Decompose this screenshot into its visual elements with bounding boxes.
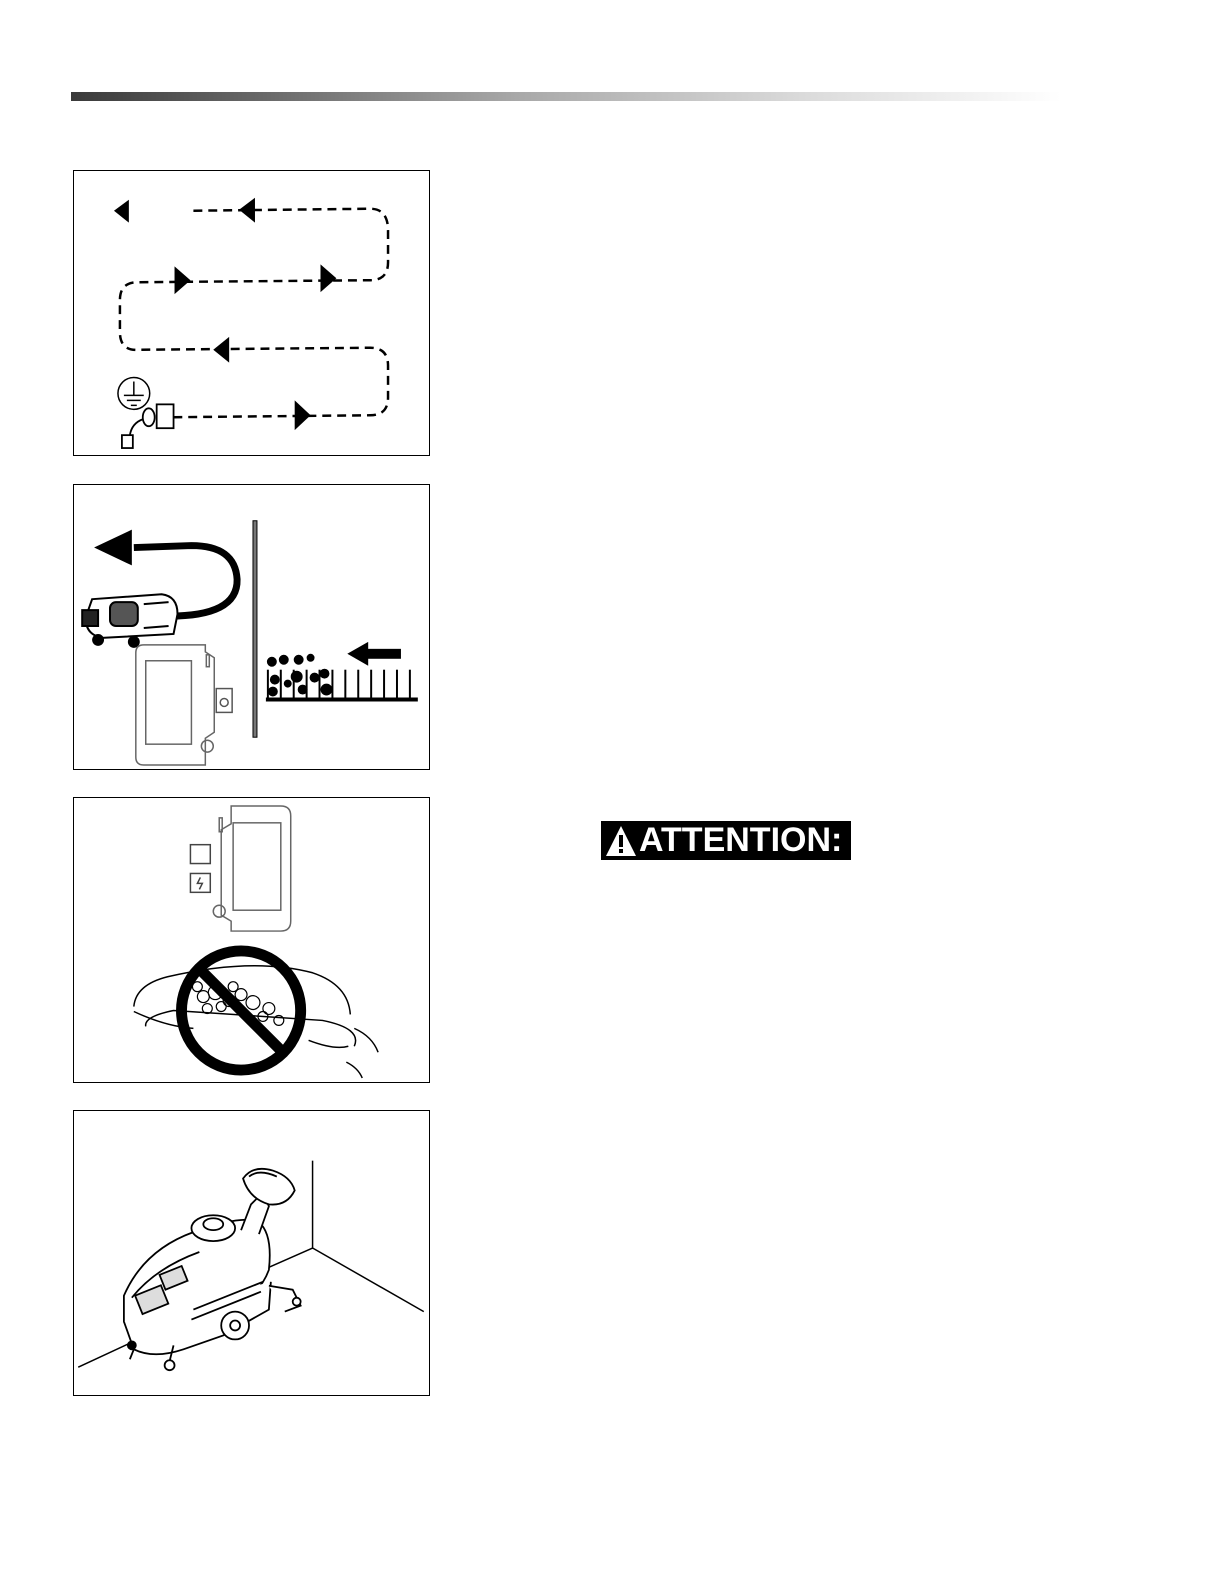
direction-arrow-icon bbox=[213, 337, 229, 363]
direction-arrow-icon bbox=[114, 200, 129, 223]
control-panel-icon bbox=[136, 645, 232, 765]
figure-no-foam bbox=[73, 797, 430, 1083]
scrubber-machine-icon bbox=[82, 594, 177, 647]
ground-symbol-icon bbox=[118, 378, 150, 410]
prohibited-sign-icon bbox=[181, 951, 300, 1070]
figure-turn-at-end bbox=[73, 484, 430, 770]
direction-arrow-icon bbox=[295, 400, 311, 430]
header-rule bbox=[71, 92, 1061, 101]
scrubber-machine-icon bbox=[124, 1169, 301, 1370]
power-plug-icon bbox=[122, 404, 174, 448]
attention-label: ATTENTION: bbox=[601, 821, 851, 860]
attention-text: ATTENTION: bbox=[639, 821, 842, 860]
direction-arrow-icon bbox=[239, 198, 255, 223]
direction-arrow-icon bbox=[321, 264, 337, 292]
control-panel-icon bbox=[190, 806, 290, 931]
direction-arrow-icon bbox=[175, 266, 191, 294]
figure-machine-corner bbox=[73, 1110, 430, 1396]
warning-triangle-icon bbox=[605, 824, 637, 858]
direction-arrow-icon bbox=[347, 642, 401, 666]
no-foam-illustration bbox=[74, 798, 429, 1082]
turn-illustration bbox=[74, 485, 429, 769]
figure-serpentine-path bbox=[73, 170, 430, 456]
corner-cleaning-illustration bbox=[74, 1111, 429, 1395]
serpentine-path-illustration bbox=[74, 171, 429, 455]
